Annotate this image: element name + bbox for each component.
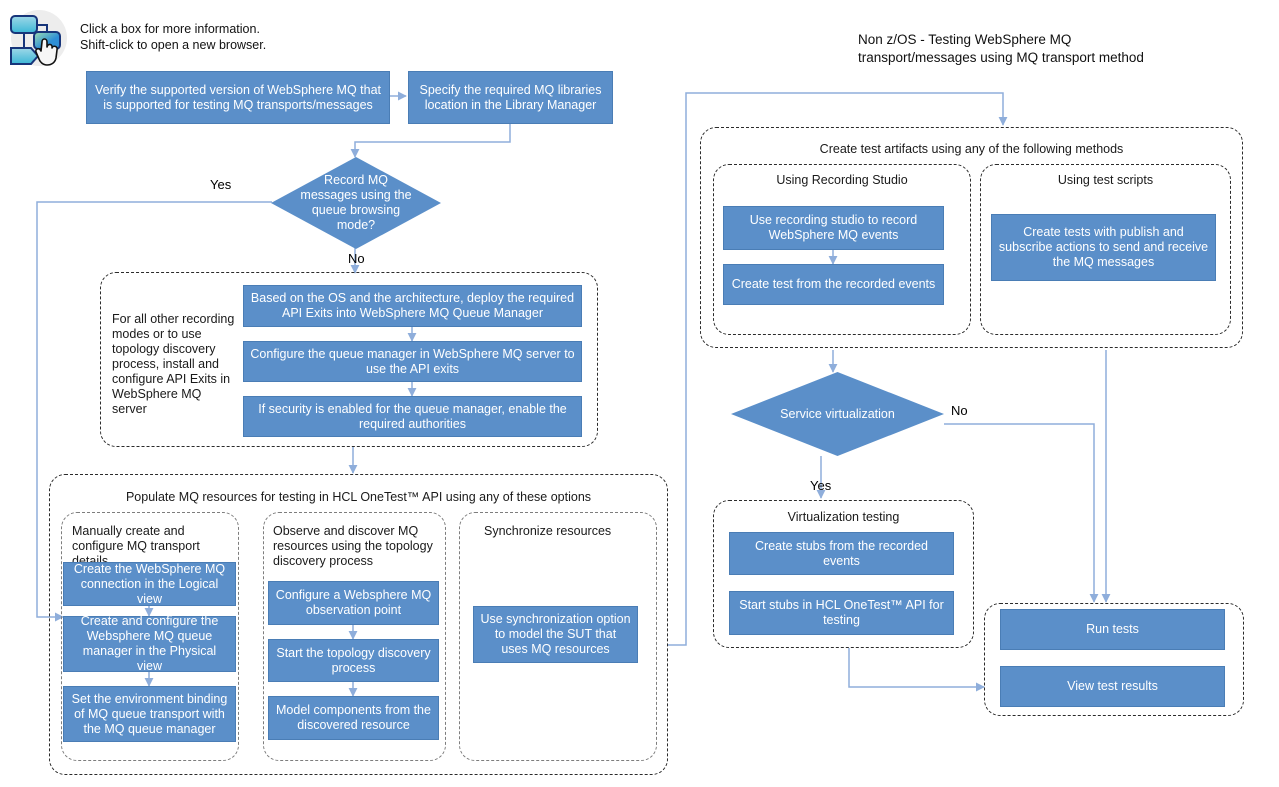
group-create-test-artifacts	[700, 127, 1243, 348]
node-create-queue-manager[interactable]: Create and configure the Websphere MQ qu…	[63, 614, 236, 673]
node-configure-observation-point[interactable]: Configure a Websphere MQ observation poi…	[268, 581, 439, 625]
group-synchronize-resources-title: Synchronize resources	[484, 524, 612, 538]
node-verify-version[interactable]: Verify the supported version of WebSpher…	[86, 71, 390, 124]
page-title: Non z/OS - Testing WebSphere MQ transpor…	[858, 31, 1238, 67]
node-specify-libraries[interactable]: Specify the required MQ libraries locati…	[408, 71, 613, 124]
legend-hint: Click a box for more information. Shift-…	[80, 21, 320, 53]
node-start-stubs[interactable]: Start stubs in HCL OneTest™ API for test…	[729, 591, 954, 635]
legend-hint-line1: Click a box for more information.	[80, 22, 260, 36]
node-run-tests[interactable]: Run tests	[1000, 609, 1225, 650]
group-using-test-scripts-title: Using test scripts	[1057, 173, 1154, 187]
node-create-tests-pubsub[interactable]: Create tests with publish and subscribe …	[991, 214, 1216, 281]
node-start-topology-discovery[interactable]: Start the topology discovery process	[268, 639, 439, 682]
group-populate-resources	[49, 474, 668, 775]
node-use-recording-studio[interactable]: Use recording studio to record WebSphere…	[723, 206, 944, 250]
group-manual-create-title: Manually create and configure MQ transpo…	[72, 524, 200, 568]
group-synchronize-resources	[459, 512, 657, 761]
node-view-test-results[interactable]: View test results	[1000, 666, 1225, 707]
node-configure-queue-manager[interactable]: Configure the queue manager in WebSphere…	[243, 341, 582, 382]
node-set-environment-binding[interactable]: Set the environment binding of MQ queue …	[63, 686, 236, 742]
legend-hint-line2: Shift-click to open a new browser.	[80, 38, 267, 52]
group-using-recording-studio	[713, 164, 971, 335]
decision-record-mq[interactable]: Record MQ messages using the queue brows…	[271, 157, 441, 249]
group-observe-discover-title: Observe and discover MQ resources using …	[273, 524, 433, 568]
group-populate-resources-title: Populate MQ resources for testing in HCL…	[125, 490, 592, 504]
decision-service-virtualization-label: Service virtualization	[780, 406, 895, 421]
group-using-recording-studio-title: Using Recording Studio	[776, 173, 908, 187]
group-virtualization-testing	[713, 500, 974, 648]
group-manual-create	[61, 512, 239, 761]
edge-label-virtualization-yes: Yes	[810, 478, 832, 493]
page-title-line1: Non z/OS - Testing WebSphere MQ	[858, 32, 1072, 47]
group-run-tests	[984, 603, 1244, 716]
node-enable-authorities[interactable]: If security is enabled for the queue man…	[243, 396, 582, 437]
decision-service-virtualization[interactable]: Service virtualization	[731, 372, 944, 456]
group-using-test-scripts	[980, 164, 1231, 335]
flowchart-click-icon	[6, 8, 68, 68]
node-create-test-recorded[interactable]: Create test from the recorded events	[723, 264, 944, 305]
node-create-stubs[interactable]: Create stubs from the recorded events	[729, 532, 954, 575]
group-api-exits-note: For all other recording modes or to use …	[112, 312, 235, 416]
edge-label-record-yes: Yes	[210, 177, 232, 192]
page-title-line2: transport/messages using MQ transport me…	[858, 50, 1144, 65]
group-observe-discover	[263, 512, 446, 761]
decision-record-mq-label: Record MQ messages using the queue brows…	[300, 173, 412, 232]
node-deploy-api-exits[interactable]: Based on the OS and the architecture, de…	[243, 285, 582, 327]
group-api-exits	[100, 272, 598, 447]
edge-label-virtualization-no: No	[951, 403, 968, 418]
node-use-synchronization[interactable]: Use synchronization option to model the …	[473, 606, 638, 663]
group-create-test-artifacts-title: Create test artifacts using any of the f…	[819, 142, 1124, 156]
group-virtualization-testing-title: Virtualization testing	[787, 510, 900, 524]
node-create-connection[interactable]: Create the WebSphere MQ connection in th…	[63, 562, 236, 606]
node-model-components[interactable]: Model components from the discovered res…	[268, 696, 439, 740]
edge-label-record-no: No	[348, 251, 365, 266]
